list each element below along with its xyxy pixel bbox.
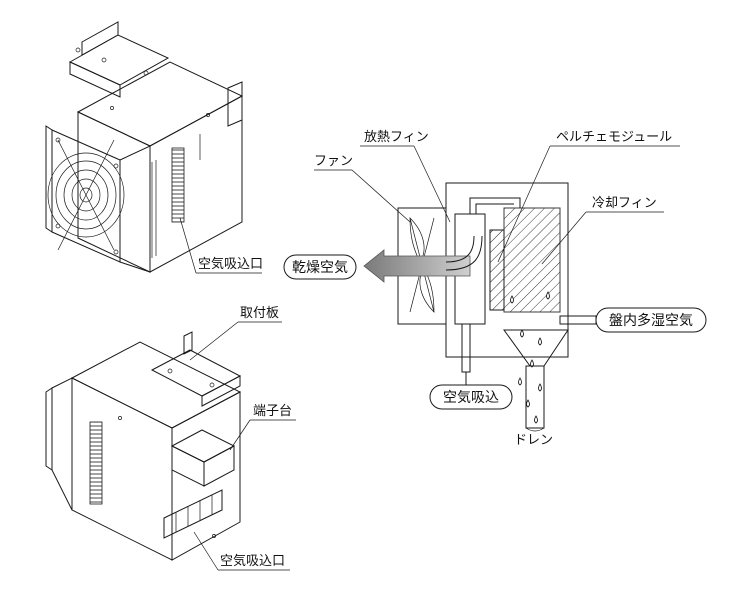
- bracket-top: [68, 21, 170, 98]
- label-intake-bottom: 空気吸込口: [220, 553, 285, 569]
- dry-air-arrow: [363, 249, 471, 283]
- callout-terminal: 端子台: [229, 404, 296, 451]
- cooling-fin: [503, 207, 561, 313]
- unit-front-view: [45, 21, 244, 273]
- callout-bracket: 取付板: [189, 306, 282, 361]
- pill-humid-air: 盤内多湿空気: [595, 307, 707, 333]
- terminal-block: [170, 429, 236, 487]
- callout-intake-bottom: 空気吸込口: [193, 531, 290, 571]
- label-drain: ドレン: [514, 433, 553, 448]
- fan-grille: [47, 137, 125, 255]
- label-terminal: 端子台: [253, 404, 292, 419]
- callout-intake-top: 空気吸込口: [179, 217, 263, 274]
- label-cool-fin: 冷却フィン: [592, 196, 657, 211]
- intake-slots-bottom: [163, 489, 223, 539]
- bracket-bottom: [150, 331, 242, 407]
- water-drops: [510, 291, 550, 424]
- unit-rear-view: [45, 331, 242, 561]
- label-intake-top: 空気吸込口: [198, 256, 263, 272]
- pill-dry-air: 乾燥空気: [283, 254, 357, 280]
- callout-heat-fin: 放熱フィン: [360, 130, 451, 223]
- callout-cool-fin: 冷却フィン: [541, 196, 664, 265]
- drain-tube: [525, 365, 545, 429]
- label-heat-fin: 放熱フィン: [364, 130, 429, 145]
- pill-air-intake: 空気吸込: [429, 384, 513, 410]
- label-humid-air: 盤内多湿空気: [609, 312, 693, 329]
- peltier-module: [489, 229, 505, 311]
- label-air-intake: 空気吸込: [443, 390, 499, 406]
- humid-air-pipe: [559, 315, 597, 325]
- label-peltier: ペルチェモジュール: [556, 130, 672, 145]
- callout-peltier: ペルチェモジュール: [497, 130, 680, 263]
- label-bracket: 取付板: [240, 306, 279, 321]
- cross-section: [363, 182, 597, 432]
- callout-fan: ファン: [314, 154, 411, 223]
- callout-drain: ドレン: [514, 433, 553, 448]
- label-dry-air: 乾燥空気: [292, 260, 348, 276]
- label-fan: ファン: [314, 154, 353, 169]
- intake-grille-top: [171, 147, 185, 223]
- intake-grille-left: [89, 421, 103, 505]
